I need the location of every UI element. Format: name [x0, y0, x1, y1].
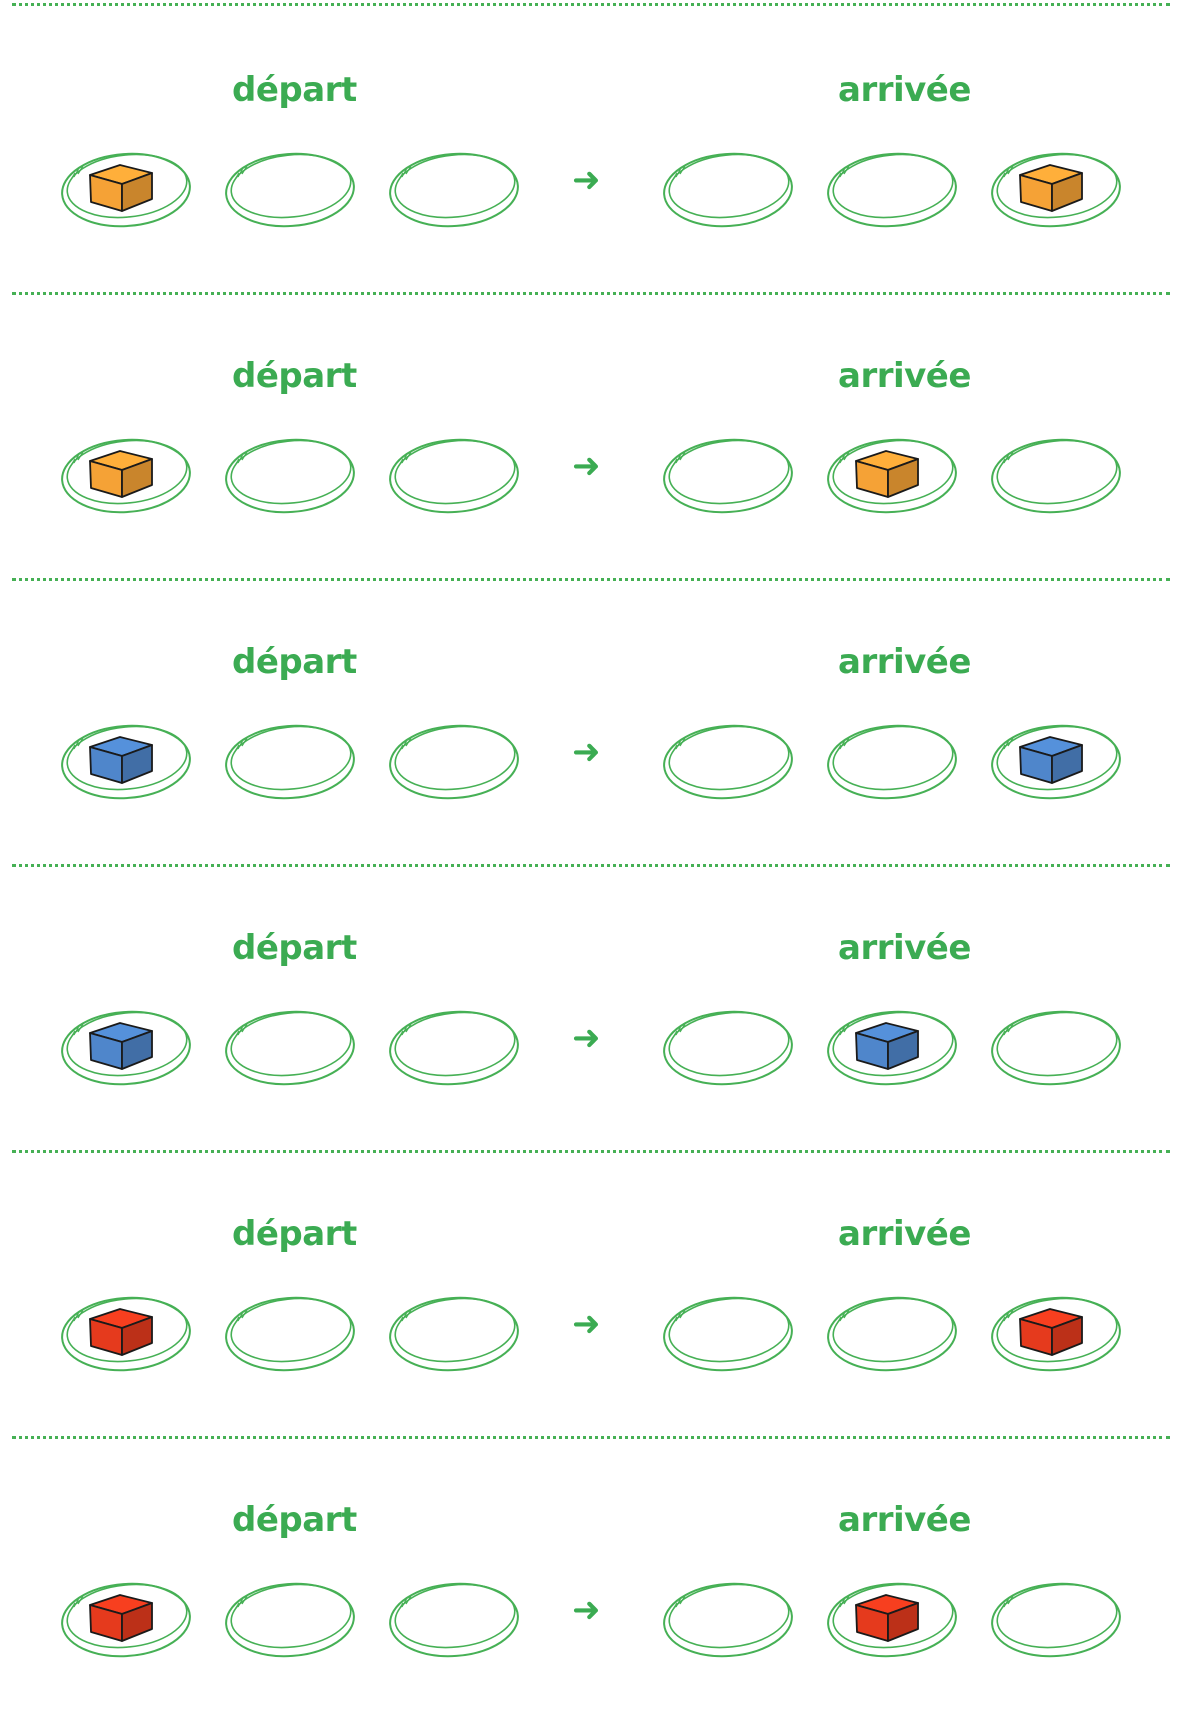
plate-inner: [228, 1579, 354, 1653]
start-plate-2: [222, 717, 358, 803]
start-label: départ: [232, 70, 357, 110]
exercise-row: départ arrivée ➜: [0, 0, 1182, 260]
end-plate-1: [660, 1003, 796, 1089]
plate-inner: [666, 149, 792, 223]
end-plate-3: [988, 1003, 1124, 1089]
start-plate-1: [58, 145, 194, 231]
exercise-row: départ arrivée ➜: [0, 858, 1182, 1118]
start-plate-2: [222, 431, 358, 517]
plate-inner: [666, 1579, 792, 1653]
start-label: départ: [232, 928, 357, 968]
end-label: arrivée: [838, 642, 971, 682]
plate-inner: [666, 721, 792, 795]
plate-inner: [830, 149, 956, 223]
cube: [90, 1023, 152, 1069]
end-plate-3: [988, 1289, 1124, 1375]
plate-inner: [228, 721, 354, 795]
start-plate-1: [58, 1003, 194, 1089]
plate-inner: [994, 435, 1120, 509]
arrow-icon: ➜: [572, 160, 601, 200]
end-label: arrivée: [838, 1214, 971, 1254]
start-plate-2: [222, 1289, 358, 1375]
end-label: arrivée: [838, 928, 971, 968]
arrow-icon: ➜: [572, 1590, 601, 1630]
start-plate-3: [386, 1289, 522, 1375]
end-plate-2: [824, 431, 960, 517]
start-label: départ: [232, 642, 357, 682]
end-plate-1: [660, 145, 796, 231]
start-plate-1: [58, 431, 194, 517]
plate-inner: [392, 1579, 518, 1653]
end-plate-2: [824, 717, 960, 803]
cube: [1020, 737, 1082, 783]
exercise-row: départ arrivée ➜: [0, 572, 1182, 832]
start-plate-1: [58, 717, 194, 803]
end-plate-3: [988, 717, 1124, 803]
plate-inner: [666, 1293, 792, 1367]
end-plate-1: [660, 1575, 796, 1661]
start-label: départ: [232, 356, 357, 396]
plate-inner: [830, 1293, 956, 1367]
end-plate-2: [824, 1003, 960, 1089]
start-plate-3: [386, 1575, 522, 1661]
end-plate-2: [824, 1575, 960, 1661]
plate-inner: [994, 1579, 1120, 1653]
cube: [856, 451, 918, 497]
end-plate-1: [660, 1289, 796, 1375]
cube: [90, 165, 152, 211]
plate-inner: [666, 1007, 792, 1081]
end-plate-3: [988, 1575, 1124, 1661]
cube: [90, 1595, 152, 1641]
arrow-icon: ➜: [572, 732, 601, 772]
start-plate-1: [58, 1289, 194, 1375]
cube: [90, 1309, 152, 1355]
exercise-row: départ arrivée ➜: [0, 1144, 1182, 1404]
plate-inner: [228, 1007, 354, 1081]
start-plate-2: [222, 145, 358, 231]
start-plate-3: [386, 1003, 522, 1089]
cube: [856, 1595, 918, 1641]
end-label: arrivée: [838, 1500, 971, 1540]
cube: [90, 451, 152, 497]
end-label: arrivée: [838, 356, 971, 396]
start-plate-3: [386, 717, 522, 803]
start-plate-3: [386, 431, 522, 517]
plate-inner: [392, 1007, 518, 1081]
end-plate-1: [660, 431, 796, 517]
start-label: départ: [232, 1214, 357, 1254]
exercise-row: départ arrivée ➜: [0, 1430, 1182, 1690]
plate-inner: [228, 149, 354, 223]
start-plate-2: [222, 1575, 358, 1661]
cube: [90, 737, 152, 783]
end-plate-3: [988, 431, 1124, 517]
plate-inner: [392, 435, 518, 509]
plate-inner: [392, 1293, 518, 1367]
plate-inner: [666, 435, 792, 509]
start-label: départ: [232, 1500, 357, 1540]
arrow-icon: ➜: [572, 1018, 601, 1058]
plate-inner: [228, 435, 354, 509]
cube: [1020, 1309, 1082, 1355]
end-plate-3: [988, 145, 1124, 231]
end-label: arrivée: [838, 70, 971, 110]
exercise-row: départ arrivée ➜: [0, 286, 1182, 546]
plate-inner: [994, 1007, 1120, 1081]
end-plate-2: [824, 145, 960, 231]
plate-inner: [392, 149, 518, 223]
cube: [1020, 165, 1082, 211]
arrow-icon: ➜: [572, 1304, 601, 1344]
cube: [856, 1023, 918, 1069]
plate-inner: [228, 1293, 354, 1367]
start-plate-3: [386, 145, 522, 231]
plate-inner: [830, 721, 956, 795]
end-plate-2: [824, 1289, 960, 1375]
plate-inner: [392, 721, 518, 795]
end-plate-1: [660, 717, 796, 803]
start-plate-2: [222, 1003, 358, 1089]
start-plate-1: [58, 1575, 194, 1661]
arrow-icon: ➜: [572, 446, 601, 486]
